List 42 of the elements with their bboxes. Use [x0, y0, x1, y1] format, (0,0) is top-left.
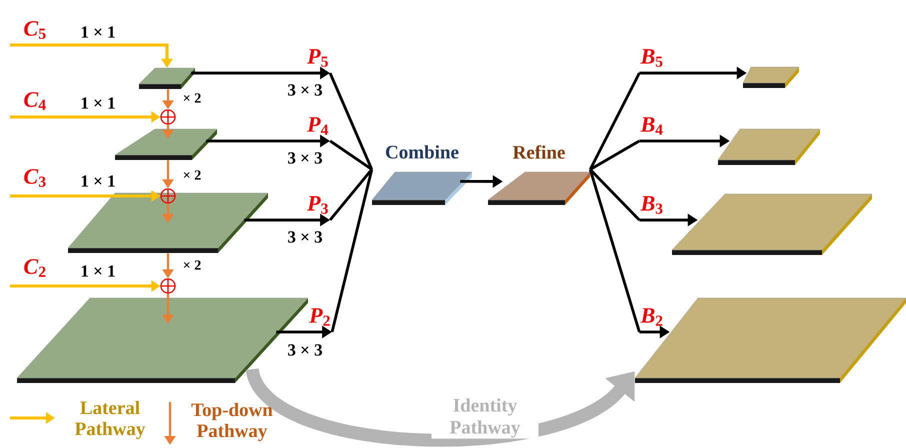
edge-label: 3 × 3 — [286, 83, 324, 97]
arrow — [246, 366, 635, 446]
level-label: B$_{2}$ — [640, 308, 662, 326]
level-label: P$_{2}$ — [309, 308, 330, 326]
feature-map — [138, 68, 196, 89]
edge-label: 3 × 3 — [286, 343, 324, 357]
legend-text: Lateral Pathway — [74, 400, 146, 440]
edge-label: × 2 — [184, 170, 201, 180]
edge-label: 1 × 1 — [82, 26, 115, 38]
feature-map — [114, 128, 218, 160]
level-label: C$_{2}$ — [24, 259, 46, 277]
edge-label: Identity Pathway — [432, 397, 538, 439]
edge-label: × 2 — [184, 93, 201, 103]
edge-label: 3 × 3 — [286, 230, 324, 244]
level-label: P$_{3}$ — [307, 196, 328, 214]
level-label: C$_{5}$ — [24, 21, 46, 39]
edge-label: 3 × 3 — [286, 151, 324, 165]
level-label: B$_{5}$ — [640, 49, 662, 67]
feature-map — [672, 194, 872, 255]
level-label: P$_{4}$ — [307, 117, 328, 135]
feature-map — [742, 66, 800, 88]
level-label: B$_{3}$ — [640, 196, 662, 214]
node-label: Combine — [386, 145, 458, 159]
labeled-plate: Combine — [372, 145, 472, 205]
feature-map — [634, 298, 906, 383]
edge-label: 1 × 1 — [82, 175, 115, 187]
level-label: C$_{4}$ — [24, 92, 46, 110]
edge-label: 1 × 1 — [82, 265, 115, 277]
feature-map — [16, 298, 308, 383]
plus-symbol — [160, 109, 176, 125]
level-label: P$_{5}$ — [307, 49, 328, 67]
feature-map — [68, 192, 268, 253]
node-label: Refine — [512, 145, 565, 159]
level-label: B$_{4}$ — [640, 117, 663, 135]
feature-map — [718, 128, 820, 165]
plus-symbol — [160, 278, 176, 294]
edge-label: × 2 — [184, 260, 201, 270]
level-label: C$_{3}$ — [24, 169, 46, 187]
edge-label: 1 × 1 — [82, 97, 115, 109]
legend-text: Top-down Pathway — [191, 402, 273, 442]
labeled-plate: Refine — [488, 145, 590, 205]
plus-symbol — [160, 188, 176, 204]
